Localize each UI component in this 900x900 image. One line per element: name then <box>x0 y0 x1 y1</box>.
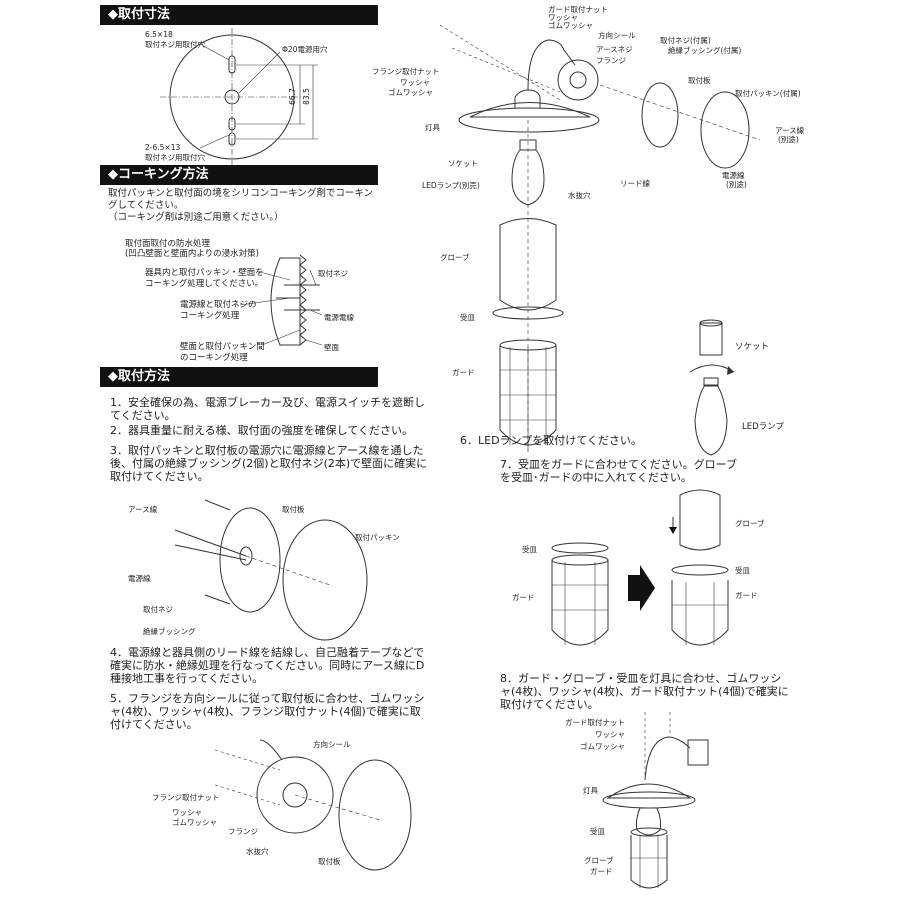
s8-label-washer: ワッシャ <box>595 730 625 739</box>
step-2: 2．器具重量に耐える様、取付面の強度を確保してください。 <box>110 424 414 437</box>
label-lead-wire: リード線 <box>620 179 650 188</box>
s3-label-power: 電源線 <box>128 574 151 583</box>
step7-drawing <box>551 489 729 646</box>
s7-label-guard: ガード <box>512 593 535 602</box>
caulking-power-label: 電源電線 <box>324 313 354 322</box>
s5-label-seal: 方向シール <box>313 740 351 749</box>
caulking-text-1: 取付パッキンと取付面の境をシリコンコーキング剤でコーキン <box>108 188 374 199</box>
bottom-hole-label: 取付ネジ用取付穴 <box>145 153 205 162</box>
dimension-83-5: 83.5 <box>301 88 311 105</box>
label-globe: グローブ <box>440 253 470 262</box>
step8-drawing <box>602 712 709 889</box>
label-drain-hole: 水抜穴 <box>568 191 591 200</box>
step3-drawing <box>174 499 368 641</box>
s5-label-rubber: ゴムワッシャ <box>172 818 217 827</box>
step6-drawing <box>689 319 735 456</box>
section-header-mounting: ◆取付方法 <box>100 367 378 387</box>
step-3: 3．取付パッキンと取付板の電源穴に電源線とアース線を通した後、付属の絶縁ブッシン… <box>110 444 428 483</box>
caulking-text-2: グしてください。 <box>108 200 184 211</box>
caulking-label-a1: 器具内と取付パッキン・壁面を <box>145 268 264 278</box>
section-header-caulking: ◆コーキング方法 <box>100 165 378 185</box>
arrow-right-icon <box>628 565 655 611</box>
label-washer: ワッシャ <box>548 13 578 22</box>
caulking-sub-title: 取付面取付の防水処理 <box>125 239 211 249</box>
label-rubber-washer: ゴムワッシャ <box>548 21 593 30</box>
s5-label-washer: ワッシャ <box>172 808 202 817</box>
label-socket: ソケット <box>448 159 478 168</box>
s6-label-socket: ソケット <box>735 342 770 352</box>
s3-label-plate: 取付板 <box>282 505 305 514</box>
s8-label-receiver: 受皿 <box>590 827 605 836</box>
step-5: 5．フランジを方向シールに従って取付板に合わせ、ゴムワッシャ(4枚)、ワッシャ(… <box>110 692 425 731</box>
label-shade: 灯具 <box>425 123 440 132</box>
label-guard-nut: ガード取付ナット <box>548 5 608 14</box>
s8-label-nut: ガード取付ナット <box>565 718 625 727</box>
label-led-lamp: LEDランプ(別売) <box>422 181 480 190</box>
s6-label-led: LEDランプ <box>742 422 784 432</box>
step-4: 4．電源線と器具側のリード線を結線し、自己融着テープなどで確実に防水・絶縁処理を… <box>110 646 425 685</box>
label-earth-wire: アース線 <box>775 126 805 135</box>
caulking-drawing <box>239 254 323 346</box>
label-flange: フランジ <box>596 56 626 65</box>
center-hole-label: Φ20電源用穴 <box>282 45 328 54</box>
s5-label-plate: 取付板 <box>318 857 341 866</box>
s5-label-flange: フランジ <box>228 827 258 836</box>
s7-label-receiver: 受皿 <box>522 545 537 554</box>
label-earth-screw: アースネジ <box>596 45 633 54</box>
s8-label-shade: 灯具 <box>583 786 598 795</box>
exploded-assembly-drawing <box>439 24 761 452</box>
label-receiver: 受皿 <box>460 313 475 322</box>
s8-label-guard: ガード <box>590 867 613 876</box>
caulking-label-b1: 電源線と取付ネジの <box>180 300 257 310</box>
dimension-drawing <box>160 28 318 166</box>
step-7: 7．受皿をガードに合わせてください。グローブを受皿･ガードの中に入れてください。 <box>500 458 738 484</box>
caulking-wall-label: 壁面 <box>324 343 339 352</box>
caulking-label-c2: のコーキング処理 <box>180 353 248 363</box>
s8-label-rubber: ゴムワッシャ <box>580 742 625 751</box>
s3-label-earth: アース線 <box>128 505 158 514</box>
step-1: 1．安全確保の為、電源ブレーカー及び、電源スイッチを遮断してください。 <box>110 396 425 422</box>
caulking-label-a2: コーキング処理してください。 <box>145 279 264 289</box>
section-header-dimensions: ◆取付寸法 <box>100 5 378 25</box>
top-hole-size: 6.5×18 <box>145 30 173 39</box>
dimension-66-7: 66.7 <box>287 88 297 105</box>
s7-label-globe: グローブ <box>735 519 765 528</box>
caulking-sub-note: (凹凸壁面と壁面内よりの浸水対策) <box>125 249 259 259</box>
label-washer2: ワッシャ <box>400 78 430 87</box>
label-mount-plate: 取付板 <box>688 76 711 85</box>
label-direction-seal: 方向シール <box>598 31 636 40</box>
caulking-label-b2: コーキング処理 <box>180 311 240 321</box>
s5-label-drain: 水抜穴 <box>246 847 269 856</box>
s3-label-packing: 取付パッキン <box>355 533 400 542</box>
step5-drawing <box>214 739 412 871</box>
label-screw-supplied: 取付ネジ(付属) <box>660 36 711 45</box>
s3-label-screw: 取付ネジ <box>143 605 173 614</box>
s5-label-nut: フランジ取付ナット <box>152 793 220 802</box>
step-6: 6．LEDランプを取付けてください。 <box>460 434 642 447</box>
s7-label-receiver2: 受皿 <box>735 566 750 575</box>
caulking-screw-label: 取付ネジ <box>318 269 348 278</box>
label-power-wire: 電源線 <box>722 171 745 180</box>
caulking-label-c1: 壁面と取付パッキン間 <box>180 342 265 352</box>
label-packing-supplied: 取付パッキン(付属) <box>735 89 801 98</box>
label-flange-nut: フランジ取付ナット <box>372 67 440 76</box>
caulking-text-3: （コーキング剤は別途ご用意ください。） <box>108 212 284 223</box>
label-power-wire-sep: (別途) <box>726 180 747 189</box>
label-rubber-washer2: ゴムワッシャ <box>388 88 433 97</box>
label-bushing-supplied: 絶縁ブッシング(付属) <box>668 46 742 55</box>
top-hole-label: 取付ネジ用取付穴 <box>145 40 205 49</box>
label-earth-wire-sep: (別途) <box>778 135 799 144</box>
bottom-hole-size: 2-6.5×13 <box>145 143 181 152</box>
s7-label-guard2: ガード <box>735 591 758 600</box>
s8-label-globe: グローブ <box>584 856 614 865</box>
s3-label-bushing: 絶縁ブッシング <box>143 627 196 636</box>
label-guard: ガード <box>452 368 475 377</box>
step-8: 8．ガード・グローブ・受皿を灯具に合わせ、ゴムワッシャ(4枚)、ワッシャ(4枚)… <box>500 672 789 711</box>
